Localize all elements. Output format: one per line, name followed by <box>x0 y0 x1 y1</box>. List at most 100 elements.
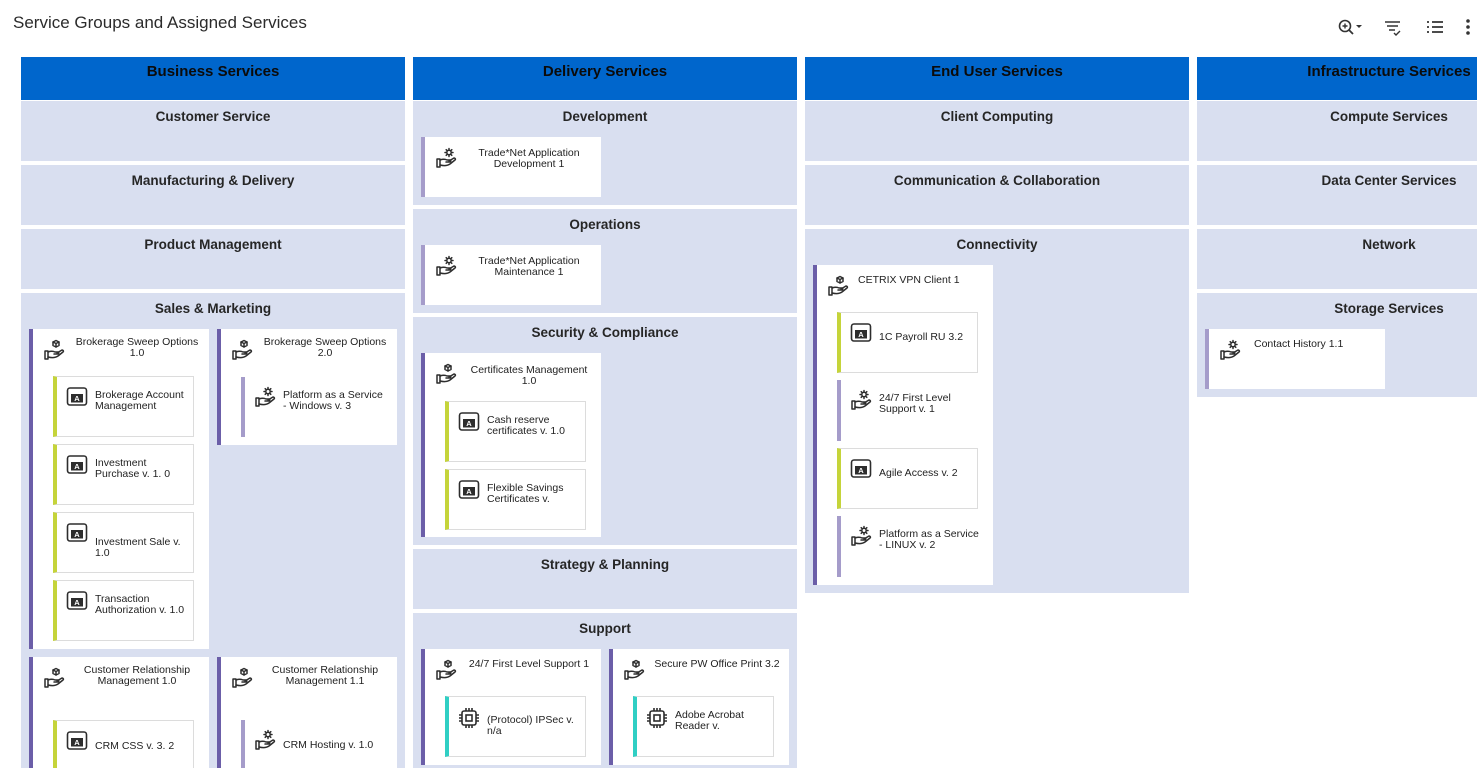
service-gear-icon <box>435 147 457 169</box>
group-strategy-planning[interactable]: Strategy & Planning <box>413 549 797 609</box>
group-title: Data Center Services <box>1321 173 1457 188</box>
group-title: Strategy & Planning <box>540 557 670 572</box>
service-gear-icon <box>254 386 276 408</box>
service-hand-icon <box>43 339 65 361</box>
group-title: Product Management <box>144 237 282 252</box>
group-title: Manufacturing & Delivery <box>131 173 295 188</box>
group-communication-collaboration[interactable]: Communication & Collaboration <box>805 165 1189 225</box>
application-icon <box>458 479 480 501</box>
application-icon <box>66 522 88 544</box>
offering-card[interactable]: 24/7 First Level Support v. 1 <box>837 380 987 441</box>
toolbar <box>1336 16 1477 40</box>
group-operations[interactable]: Operations Trade*Net Application Mainten… <box>413 209 797 313</box>
offering-name: Investment Sale v. 1.0 <box>95 536 181 559</box>
group-security-compliance[interactable]: Security & Compliance Certificates Manag… <box>413 317 797 545</box>
offering-name: 24/7 First Level Support v. 1 <box>879 392 951 415</box>
group-title: Security & Compliance <box>531 325 679 340</box>
offering-card[interactable]: Investment Sale v. 1.0 <box>53 512 194 573</box>
offering-card[interactable]: Agile Access v. 2 <box>837 448 978 509</box>
service-card[interactable]: CETRIX VPN Client 1 1C Payroll RU 3.2 24… <box>813 265 993 585</box>
service-hand-icon <box>231 339 253 361</box>
group-title: Development <box>562 109 648 124</box>
group-compute-services[interactable]: Compute Services <box>1197 101 1477 161</box>
service-card[interactable]: Secure PW Office Print 3.2 Adobe Acrobat… <box>609 649 789 765</box>
service-gear-icon <box>850 525 872 547</box>
group-title: Client Computing <box>940 109 1054 124</box>
service-card[interactable]: Contact History 1.1 <box>1205 329 1385 389</box>
group-manufacturing-delivery[interactable]: Manufacturing & Delivery <box>21 165 405 225</box>
service-board: Business Services Customer Service Manuf… <box>21 57 1477 768</box>
group-network[interactable]: Network <box>1197 229 1477 289</box>
application-icon <box>66 386 88 408</box>
service-hand-icon <box>827 275 849 297</box>
offering-card[interactable]: Adobe Acrobat Reader v. <box>633 696 774 757</box>
column-header: End User Services <box>805 57 1189 100</box>
offering-card[interactable]: (Protocol) IPSec v. n/a <box>445 696 586 757</box>
application-icon <box>66 454 88 476</box>
service-gear-icon <box>1219 339 1241 361</box>
offering-card[interactable]: CRM Hosting v. 1.0 <box>241 720 391 768</box>
service-hand-icon <box>623 659 645 681</box>
application-icon <box>66 590 88 612</box>
group-support[interactable]: Support 24/7 First Level Support 1 (Prot… <box>413 613 797 768</box>
offering-card[interactable]: Platform as a Service - LINUX v. 2 <box>837 516 987 577</box>
group-title: Support <box>579 621 631 636</box>
offering-name: CRM Hosting v. 1.0 <box>283 739 374 751</box>
service-gear-icon <box>435 255 457 277</box>
service-card[interactable]: Certificates Management 1.0 Cash reserve… <box>421 353 601 537</box>
service-card[interactable]: Customer Relationship Management 1.1 CRM… <box>217 657 397 768</box>
offering-name: Flexible Savings Certificates v. <box>487 482 564 505</box>
offering-card[interactable]: CRM CSS v. 3. 2 <box>53 720 194 768</box>
more-vertical-icon[interactable] <box>1460 16 1476 40</box>
service-name: Customer Relationship Management 1.0 <box>83 664 191 687</box>
offering-card[interactable]: Platform as a Service - Windows v. 3 <box>241 377 391 437</box>
service-hand-icon <box>231 667 253 689</box>
group-title: Storage Services <box>1334 301 1444 316</box>
service-name: Brokerage Sweep Options 1.0 <box>75 336 199 359</box>
group-client-computing[interactable]: Client Computing <box>805 101 1189 161</box>
service-name: CETRIX VPN Client 1 <box>858 274 960 286</box>
offering-name: Cash reserve certificates v. 1.0 <box>487 414 566 437</box>
offering-card[interactable]: Flexible Savings Certificates v. <box>445 469 586 530</box>
offering-card[interactable]: Investment Purchase v. 1. 0 <box>53 444 194 505</box>
group-title: Customer Service <box>155 109 271 124</box>
group-data-center-services[interactable]: Data Center Services <box>1197 165 1477 225</box>
service-gear-icon <box>254 729 276 751</box>
application-icon <box>66 730 88 752</box>
group-title: Network <box>1362 237 1416 252</box>
chip-icon <box>646 707 668 729</box>
list-icon[interactable] <box>1424 16 1450 40</box>
offering-card[interactable]: 1C Payroll RU 3.2 <box>837 312 978 373</box>
service-card[interactable]: Brokerage Sweep Options 1.0 Brokerage Ac… <box>29 329 209 649</box>
group-sales-marketing[interactable]: Sales & Marketing Brokerage Sweep Option… <box>21 293 405 768</box>
service-card[interactable]: 24/7 First Level Support 1 (Protocol) IP… <box>421 649 601 765</box>
service-card[interactable]: Brokerage Sweep Options 2.0 Platform as … <box>217 329 397 445</box>
column-delivery-services: Delivery Services Development Trade*Net … <box>413 57 797 768</box>
offering-card[interactable]: Cash reserve certificates v. 1.0 <box>445 401 586 462</box>
offering-name: CRM CSS v. 3. 2 <box>95 740 175 752</box>
service-gear-icon <box>850 389 872 411</box>
group-connectivity[interactable]: Connectivity CETRIX VPN Client 1 1C Payr… <box>805 229 1189 593</box>
group-customer-service[interactable]: Customer Service <box>21 101 405 161</box>
application-icon <box>850 458 872 480</box>
column-infrastructure-services: Infrastructure Services Compute Services… <box>1197 57 1477 397</box>
offering-card[interactable]: Transaction Authorization v. 1.0 <box>53 580 194 641</box>
service-name: Brokerage Sweep Options 2.0 <box>263 336 387 359</box>
service-card[interactable]: Trade*Net Application Development 1 <box>421 137 601 197</box>
column-business-services: Business Services Customer Service Manuf… <box>21 57 405 768</box>
service-hand-icon <box>435 659 457 681</box>
offering-name: Agile Access v. 2 <box>879 467 958 479</box>
service-name: Trade*Net Application Maintenance 1 <box>478 255 580 278</box>
service-card[interactable]: Customer Relationship Management 1.0 CRM… <box>29 657 209 768</box>
group-development[interactable]: Development Trade*Net Application Develo… <box>413 101 797 205</box>
group-storage-services[interactable]: Storage Services Contact History 1.1 <box>1197 293 1477 397</box>
zoom-icon[interactable] <box>1336 16 1362 40</box>
group-product-management[interactable]: Product Management <box>21 229 405 289</box>
service-card[interactable]: Trade*Net Application Maintenance 1 <box>421 245 601 305</box>
offering-card[interactable]: Brokerage Account Management <box>53 376 194 437</box>
offering-name: Adobe Acrobat Reader v. <box>675 709 744 732</box>
group-title: Compute Services <box>1330 109 1448 124</box>
filter-icon[interactable] <box>1382 16 1408 40</box>
group-title: Sales & Marketing <box>154 301 272 316</box>
offering-name: Platform as a Service - LINUX v. 2 <box>879 528 979 551</box>
